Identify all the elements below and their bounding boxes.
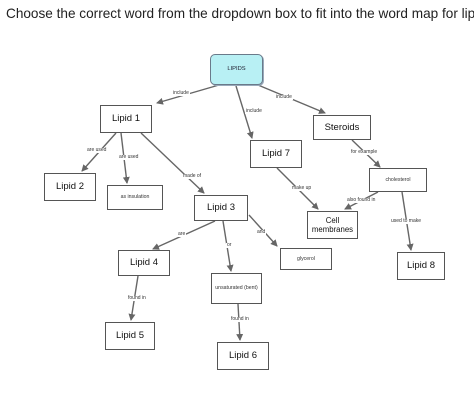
concept-label: Steroids bbox=[324, 121, 360, 133]
concept-label: glycerol bbox=[297, 255, 315, 262]
link-label-also-found-in: also found in bbox=[346, 197, 377, 203]
link-label-make-up: make up bbox=[291, 185, 313, 191]
concept-as-insulation: as insulation bbox=[107, 185, 163, 210]
dropdown-label: Lipid 1 bbox=[112, 113, 140, 125]
link-label-include: include bbox=[172, 90, 190, 96]
dropdown-label: Lipid 6 bbox=[229, 350, 257, 362]
link-label-are-used: are used bbox=[118, 154, 140, 160]
concept-label: Cell membranes bbox=[311, 215, 354, 234]
link-label-for-example: for example bbox=[350, 149, 379, 155]
link-label-made-of: made of bbox=[182, 173, 203, 179]
dropdown-lipid-1[interactable]: Lipid 1 bbox=[100, 105, 152, 133]
concept-label: as insulation bbox=[120, 194, 150, 201]
link-label-are-used: are used bbox=[86, 147, 108, 153]
concept-cholesterol: cholesterol bbox=[369, 168, 427, 192]
link-label-or: or bbox=[226, 242, 233, 248]
concept-steroids: Steroids bbox=[313, 115, 371, 140]
dropdown-lipid-6[interactable]: Lipid 6 bbox=[217, 342, 269, 370]
concept-label: cholesterol bbox=[385, 176, 411, 183]
concept-glycerol: glycerol bbox=[280, 248, 332, 270]
dropdown-label: Lipid 8 bbox=[407, 260, 435, 272]
link-label-and: and bbox=[256, 229, 267, 235]
dropdown-lipid-4[interactable]: Lipid 4 bbox=[118, 250, 170, 276]
dropdown-lipid-2[interactable]: Lipid 2 bbox=[44, 173, 96, 201]
link-label-used-to-make: used to make bbox=[390, 218, 423, 224]
concept-cell-membranes: Cell membranes bbox=[307, 211, 358, 239]
dropdown-lipid-8[interactable]: Lipid 8 bbox=[397, 252, 445, 280]
dropdown-label: Lipid 4 bbox=[130, 257, 158, 269]
edge-unsaturated-lipid6 bbox=[236, 303, 244, 341]
dropdown-lipid-7[interactable]: Lipid 7 bbox=[250, 140, 302, 168]
concept-unsaturated: unsaturated (bent) bbox=[211, 273, 262, 304]
dropdown-lipid-5[interactable]: Lipid 5 bbox=[105, 322, 155, 350]
edge-lipid1-lipid3 bbox=[140, 132, 205, 194]
link-label-include: include bbox=[245, 108, 263, 114]
dropdown-label: Lipid 5 bbox=[116, 330, 144, 342]
link-label-found-in: found in bbox=[127, 295, 147, 301]
dropdown-label: Lipid 3 bbox=[207, 202, 235, 214]
concept-label: unsaturated (bent) bbox=[215, 285, 258, 292]
link-label-include: include bbox=[275, 94, 293, 100]
link-label-are: are bbox=[177, 231, 187, 237]
dropdown-lipid-3[interactable]: Lipid 3 bbox=[194, 195, 248, 221]
question-text: Choose the correct word from the dropdow… bbox=[6, 6, 474, 21]
edge-lipids-lipid7 bbox=[235, 85, 254, 139]
link-label-found-in: found in bbox=[230, 316, 250, 322]
dropdown-label: Lipid 7 bbox=[262, 148, 290, 160]
concept-lipids: LIPIDS bbox=[210, 54, 263, 85]
dropdown-label: Lipid 2 bbox=[56, 181, 84, 193]
concept-label: LIPIDS bbox=[227, 66, 246, 73]
